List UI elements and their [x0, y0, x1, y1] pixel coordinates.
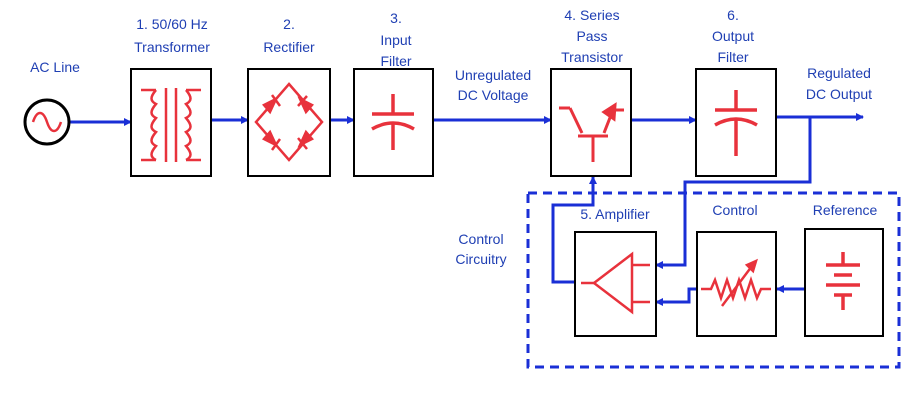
- regulated-label-line1: Regulated: [807, 65, 871, 81]
- rectifier-label-line1: 2.: [283, 16, 295, 32]
- amplifier-label: 5. Amplifier: [580, 206, 650, 222]
- transformer-box: [130, 68, 212, 177]
- wires: [70, 113, 864, 306]
- bridge-rectifier-icon: [254, 82, 324, 162]
- input-filter-label-line2: Input: [380, 32, 411, 48]
- regulated-label-line2: DC Output: [806, 86, 872, 102]
- output-filter-label-line3: Filter: [717, 49, 748, 65]
- unregulated-label-line1: Unregulated: [455, 67, 531, 83]
- control-circuitry-label-line1: Control: [458, 231, 503, 247]
- transformer-icon: [141, 88, 201, 162]
- wire-amplifier-to-series-pass: [551, 176, 597, 284]
- control-circuitry-label-line2: Circuitry: [455, 251, 506, 267]
- series-pass-box: [550, 68, 632, 177]
- series-pass-label-line3: Transistor: [561, 49, 623, 65]
- transformer-label-line2: Transformer: [134, 39, 210, 55]
- wire-feedback-sense: [655, 117, 812, 269]
- series-pass-label-line1: 4. Series: [564, 7, 619, 23]
- capacitor-icon: [714, 90, 758, 156]
- ac-source: [23, 98, 71, 146]
- transistor-icon: [559, 102, 624, 162]
- variable-resistor-icon: [701, 258, 771, 307]
- unregulated-label-line2: DC Voltage: [458, 87, 529, 103]
- reference-label: Reference: [813, 202, 878, 218]
- op-amp-icon: [581, 251, 650, 315]
- reference-box: [804, 228, 884, 337]
- control-label: Control: [712, 202, 757, 218]
- transformer-label-line1: 1. 50/60 Hz: [136, 16, 208, 32]
- series-pass-label-line2: Pass: [576, 28, 607, 44]
- output-filter-label-line2: Output: [712, 28, 754, 44]
- control-circuitry-group: [526, 191, 901, 369]
- ac-line-label: AC Line: [30, 59, 80, 75]
- output-filter-label-line1: 6.: [727, 7, 739, 23]
- input-filter-label-line3: Filter: [380, 53, 411, 69]
- battery-icon: [826, 252, 860, 310]
- sine-wave-icon: [31, 111, 63, 133]
- input-filter-label-line1: 3.: [390, 10, 402, 26]
- rectifier-label-line2: Rectifier: [263, 39, 315, 55]
- wire-control-to-amplifier: [655, 287, 697, 306]
- capacitor-icon: [371, 94, 415, 150]
